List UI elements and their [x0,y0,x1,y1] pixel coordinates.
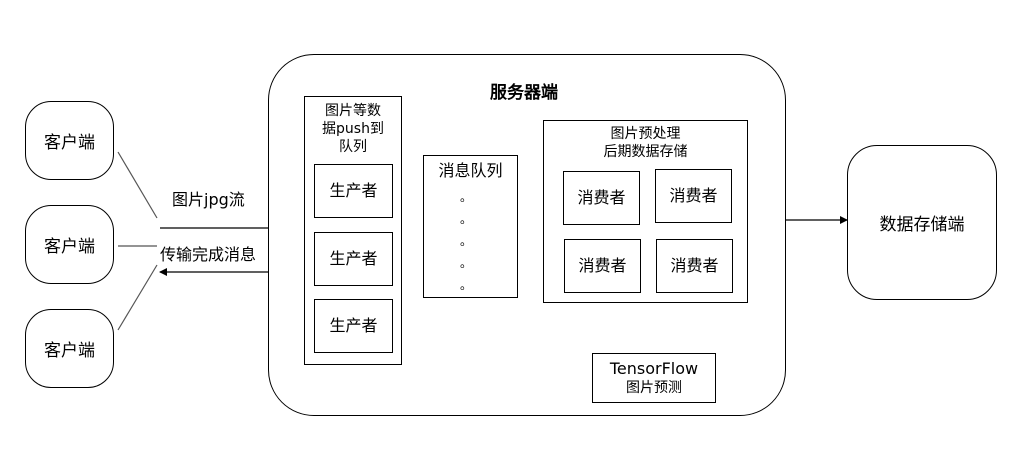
queue-dot: 。 [460,190,473,204]
producer-label: 生产者 [329,316,378,335]
client-bottom-link [117,264,158,331]
consumer-label: 消费者 [670,256,719,275]
producer-group-caption: 图片等数 据push到 队列 [304,102,402,156]
storage-box: 数据存储端 [847,145,997,300]
producer-box: 生产者 [314,299,393,353]
client-label: 客户端 [44,341,95,361]
producer-label: 生产者 [329,249,378,268]
queue-dot: 。 [460,256,473,270]
server-title: 服务器端 [490,83,558,103]
consumer-box: 消费者 [564,239,641,293]
consumer-label: 消费者 [578,256,627,275]
consumer-caption-line: 后期数据存储 [603,144,688,160]
consumer-box: 消费者 [656,239,733,293]
consumer-label: 消费者 [577,188,626,207]
reply-label: 传输完成消息 [160,245,257,264]
client-box: 客户端 [25,309,114,388]
producer-label: 生产者 [329,181,378,200]
message-queue [423,155,518,298]
consumer-label: 消费者 [669,186,718,205]
storage-label: 数据存储端 [879,215,965,235]
producer-box: 生产者 [314,164,393,218]
producer-box: 生产者 [314,232,393,286]
consumer-group-caption: 图片预处理 后期数据存储 [543,125,748,161]
consumer-box: 消费者 [655,169,732,223]
transfer-label: 图片jpg流 [172,190,245,209]
client-label: 客户端 [44,237,95,257]
consumer-box: 消费者 [563,171,640,225]
consumer-caption-line: 图片预处理 [610,126,681,142]
tensorflow-box: TensorFlow 图片预测 [592,353,716,403]
client-box: 客户端 [25,205,114,284]
tensorflow-title: TensorFlow [609,359,699,378]
client-label: 客户端 [44,133,95,153]
producer-caption-line: 图片等数 [325,103,381,119]
queue-dot: 。 [460,234,473,248]
producer-caption-line: 据push到 [322,121,384,137]
message-queue-label: 消息队列 [438,161,503,180]
client-box: 客户端 [25,101,114,180]
producer-caption-line: 队列 [339,139,367,155]
tensorflow-subtitle: 图片预测 [626,380,682,396]
client-top-link [117,151,158,219]
queue-dot: 。 [460,278,473,292]
queue-dot: 。 [460,212,473,226]
